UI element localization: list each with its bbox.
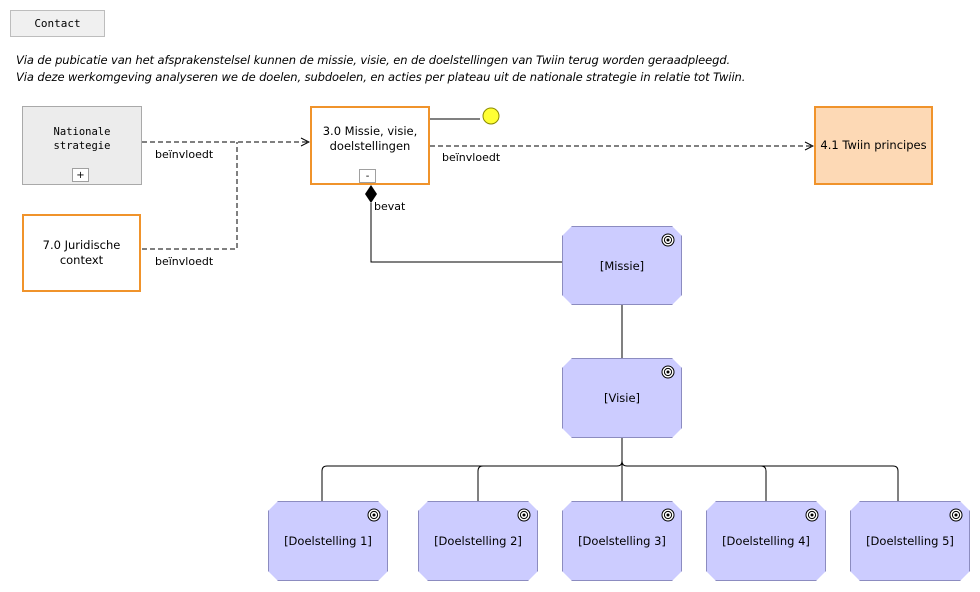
goal-visie[interactable]: [Visie] <box>562 358 682 438</box>
target-icon <box>517 508 531 522</box>
relation-label-juridisch: beïnvloedt <box>155 255 214 268</box>
goal-doelstelling-5-label: [Doelstelling 5] <box>866 534 954 548</box>
goal-doelstelling-2[interactable]: [Doelstelling 2] <box>418 501 538 581</box>
intro-line-2: Via deze werkomgeving analyseren we de d… <box>16 70 746 84</box>
goal-doelstelling-2-label: [Doelstelling 2] <box>434 534 522 548</box>
goal-doelstelling-1[interactable]: [Doelstelling 1] <box>268 501 388 581</box>
expand-toggle-nationale[interactable]: + <box>72 168 89 182</box>
goal-doelstelling-5[interactable]: [Doelstelling 5] <box>850 501 970 581</box>
node-missie-visie-label-2: doelstellingen <box>329 138 411 153</box>
intro-line-1: Via de pubicatie van het afsprakenstelse… <box>16 53 731 67</box>
target-icon <box>661 508 675 522</box>
collapse-toggle-missie-visie[interactable]: - <box>359 169 376 183</box>
goal-missie-label: [Missie] <box>599 258 645 273</box>
line-visie-branches <box>321 460 899 501</box>
node-nationale-label-2: strategie <box>53 139 111 152</box>
goal-visie-label: [Visie] <box>603 391 641 405</box>
node-missie-visie-doelstellingen[interactable]: 3.0 Missie, visie, doelstellingen - <box>310 106 430 185</box>
line-branch-2 <box>477 465 484 501</box>
goal-doelstelling-4-label: [Doelstelling 4] <box>722 534 810 548</box>
goal-doelstelling-1-label: [Doelstelling 1] <box>284 534 372 548</box>
composition-line <box>370 203 562 263</box>
target-icon <box>661 233 675 247</box>
relation-label-bevat: bevat <box>374 200 406 213</box>
node-nationale-label-1: Nationale <box>53 125 111 138</box>
composition-diamond <box>365 185 377 203</box>
line-branch-4 <box>760 465 767 501</box>
target-icon <box>661 365 675 379</box>
goal-doelstelling-3[interactable]: [Doelstelling 3] <box>562 501 682 581</box>
target-icon <box>367 508 381 522</box>
relation-label-nationale: beïnvloedt <box>155 148 214 161</box>
node-principes-label: 4.1 Twiin principes <box>820 138 927 152</box>
goal-doelstelling-3-label: [Doelstelling 3] <box>578 534 666 548</box>
target-icon <box>805 508 819 522</box>
target-icon <box>949 508 963 522</box>
node-juridisch-label-1: 7.0 Juridische <box>42 238 121 252</box>
note-dot <box>482 107 500 125</box>
goal-missie[interactable]: [Missie] <box>562 226 682 305</box>
node-juridisch-label-2: context <box>59 253 104 267</box>
node-missie-visie-label-1: 3.0 Missie, visie, <box>322 123 418 138</box>
node-twiin-principes[interactable]: 4.1 Twiin principes <box>814 106 933 185</box>
contact-button[interactable]: Contact <box>10 10 105 37</box>
relation-label-missie: beïnvloedt <box>442 151 501 164</box>
node-juridische-context[interactable]: 7.0 Juridische context <box>22 214 141 292</box>
node-nationale-strategie[interactable]: Nationale strategie + <box>22 106 142 185</box>
goal-doelstelling-4[interactable]: [Doelstelling 4] <box>706 501 826 581</box>
